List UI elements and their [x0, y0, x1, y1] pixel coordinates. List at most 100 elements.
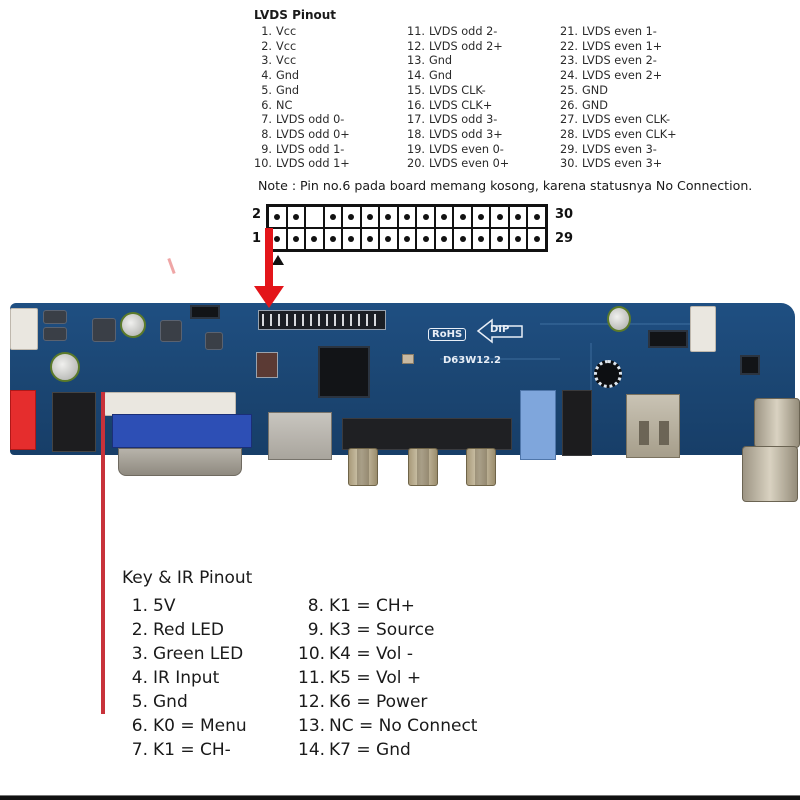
- rohs-label: RoHS: [428, 328, 467, 341]
- pin-number: 12.: [298, 692, 326, 712]
- key-ir-pin-row: 12.K6 = Power: [298, 690, 477, 714]
- pin-number: 10.: [254, 157, 272, 171]
- lvds-pin-row: 21.LVDS even 1-: [558, 25, 677, 40]
- pin-label: Vcc: [276, 54, 297, 68]
- dc-power-jack: [52, 392, 96, 452]
- pin-label: Red LED: [153, 620, 225, 640]
- key-ir-pin-row: 11.K5 = Vol +: [298, 666, 477, 690]
- pin-number: 8.: [307, 596, 324, 616]
- main-processor-chip: [318, 346, 370, 398]
- pin-number: 27.: [560, 113, 578, 127]
- header-pin: [324, 207, 342, 227]
- lvds-pin-row: 11.LVDS odd 2-: [405, 25, 509, 40]
- header-pin: [269, 207, 286, 227]
- pin-label: LVDS odd 0-: [276, 113, 345, 127]
- header-pin: [287, 207, 305, 227]
- pcb-trace: [590, 343, 592, 403]
- key-ir-pin-row: 6.K0 = Menu: [122, 714, 247, 738]
- lvds-pin-column-3: 21.LVDS even 1-22.LVDS even 1+23.LVDS ev…: [558, 25, 677, 172]
- key-ir-pin-row: 2.Red LED: [122, 618, 247, 642]
- pin-number: 2.: [131, 620, 148, 640]
- pin-number: 25.: [560, 83, 578, 97]
- header-label-bottom-right: 29: [555, 231, 574, 246]
- header-pin: [528, 207, 545, 227]
- key-ir-pin-row: 9.K3 = Source: [298, 618, 477, 642]
- lvds-pin-row: 3.Vcc: [252, 54, 350, 69]
- lvds-pin-row: 16.LVDS CLK+: [405, 99, 509, 114]
- pin-number: 28.: [560, 127, 578, 141]
- pin-label: K1 = CH-: [153, 740, 231, 760]
- pin-label: LVDS odd 3-: [429, 113, 498, 127]
- pin-number: 4.: [131, 668, 148, 688]
- key-ir-pin-row: 7.K1 = CH-: [122, 738, 247, 762]
- blue-audio-jack: [520, 390, 556, 460]
- pin-number: 30.: [560, 157, 578, 171]
- pin-label: Vcc: [276, 39, 297, 53]
- inductor-3: [205, 332, 223, 350]
- key-ir-pin-row: 5.Gnd: [122, 690, 247, 714]
- small-chip-right: [740, 355, 760, 375]
- eeprom-chip: [256, 352, 278, 378]
- header-label-top-left: 2: [252, 207, 262, 222]
- pin-label: K1 = CH+: [329, 596, 415, 616]
- pin-number: 26.: [560, 98, 578, 112]
- pin-label: GND: [582, 83, 608, 97]
- pin-number: 22.: [560, 39, 578, 53]
- pin-number: 6.: [131, 716, 148, 736]
- pin-label: Gnd: [276, 69, 300, 83]
- header-label-top-right: 30: [555, 207, 574, 222]
- pcb-trace: [440, 358, 560, 360]
- crystal: [402, 354, 414, 364]
- header-pin: [472, 207, 490, 227]
- pin-number: 1.: [131, 596, 148, 616]
- pin-number: 16.: [407, 98, 425, 112]
- header-pin: [343, 207, 360, 227]
- lvds-pin-row: 27.LVDS even CLK-: [558, 113, 677, 128]
- pin-number: 11.: [298, 668, 326, 688]
- lvds-pin-row: 13.Gnd: [405, 54, 509, 69]
- pin-label: NC = No Connect: [329, 716, 478, 736]
- pin-label: Green LED: [153, 644, 244, 664]
- capacitor-2: [50, 352, 80, 382]
- key-ir-pin-row: 3.Green LED: [122, 642, 247, 666]
- pin-number: 29.: [560, 142, 578, 156]
- lvds-pin-row: 10.LVDS odd 1+: [252, 157, 350, 172]
- pin-label: K4 = Vol -: [329, 644, 413, 664]
- pin-number: 4.: [261, 69, 272, 83]
- pin-label: Gnd: [429, 54, 453, 68]
- lvds-pin-row: 29. LVDS even 3-: [558, 143, 677, 158]
- board-model-label: D63W12.2: [443, 355, 501, 366]
- tv-tuner-coax-body: [754, 398, 800, 448]
- pin-number: 10.: [298, 644, 326, 664]
- pin-label: LVDS even 3-: [582, 142, 657, 156]
- lvds-pin-row: 14.Gnd: [405, 69, 509, 84]
- pin-label: K5 = Vol +: [329, 668, 422, 688]
- black-audio-jack: [562, 390, 592, 456]
- pin-label: LVDS odd 1-: [276, 142, 345, 156]
- lvds-pin-row: 7.LVDS odd 0-: [252, 113, 350, 128]
- rca-jack-1: [348, 448, 378, 486]
- usb-port: [626, 394, 680, 458]
- lvds-pin-row: 4. Gnd: [252, 69, 350, 84]
- lvds-pin-row: 9.LVDS odd 1-: [252, 143, 350, 158]
- bottom-border: [0, 795, 800, 800]
- lvds-pin-row: 1.Vcc: [252, 25, 350, 40]
- ic-chip-right: [648, 330, 688, 348]
- pin-number: 2.: [261, 39, 272, 53]
- pin-label: Gnd: [276, 83, 300, 97]
- header-pin: [509, 229, 527, 249]
- lvds-pin-row: 24.LVDS even 2+: [558, 69, 677, 84]
- lvds-pin-row: 19.LVDS even 0-: [405, 143, 509, 158]
- lvds-pin-row: 26.GND: [558, 99, 677, 114]
- lvds-pin-row: 15.LVDS CLK-: [405, 84, 509, 99]
- dip-label: DIP: [490, 324, 510, 335]
- key-ir-pointer-line: [101, 392, 105, 714]
- pin-number: 14.: [298, 740, 326, 760]
- header-pin: [417, 229, 434, 249]
- vga-connector: [112, 414, 252, 448]
- hdmi-port: [268, 412, 332, 460]
- pin-1-marker-icon: [272, 255, 284, 265]
- pin-label: K7 = Gnd: [329, 740, 411, 760]
- pin-label: LVDS odd 2-: [429, 25, 498, 38]
